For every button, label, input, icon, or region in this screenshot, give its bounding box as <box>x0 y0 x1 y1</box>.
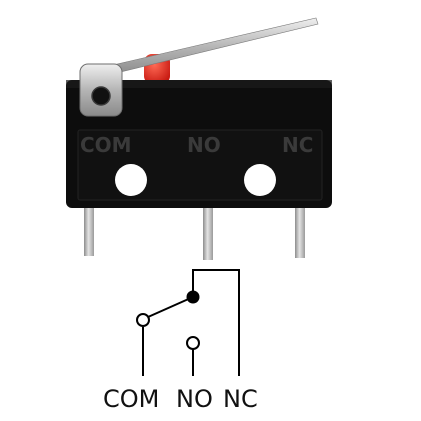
lever-arm <box>99 17 319 77</box>
nc-contact-dot <box>186 290 200 304</box>
mounting-hole-left <box>115 164 147 196</box>
no-terminal <box>203 200 213 260</box>
com-terminal <box>84 200 94 256</box>
nc-wire <box>192 269 240 376</box>
schematic-no-label: NO <box>176 385 213 413</box>
pivot-hole <box>91 86 111 106</box>
embossed-nc-label: NC <box>282 133 313 157</box>
nc-terminal <box>295 200 305 258</box>
no-contact-open <box>186 336 200 350</box>
embossed-no-label: NO <box>187 133 221 157</box>
switch-arm <box>147 296 194 318</box>
switch-schematic <box>142 269 240 376</box>
schematic-nc-label: NC <box>223 385 258 413</box>
embossed-com-label: COM <box>80 133 132 157</box>
schematic-com-label: COM <box>103 385 159 413</box>
com-contact-open <box>136 313 150 327</box>
mounting-hole-right <box>244 164 276 196</box>
